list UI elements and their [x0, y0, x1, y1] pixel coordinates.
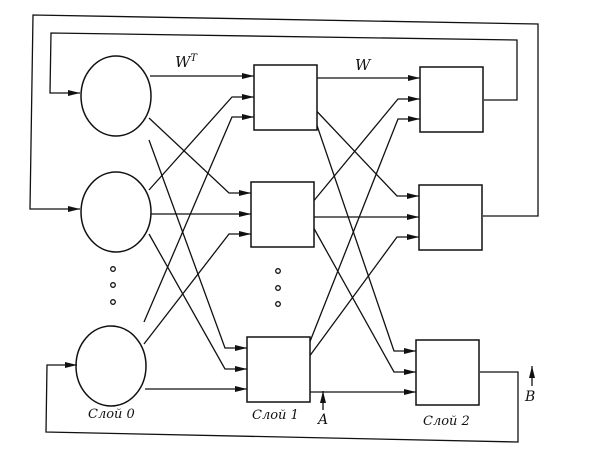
layer-2-neuron [415, 339, 480, 406]
feedback-loops [29, 14, 539, 443]
connection-l1-l2 [316, 125, 416, 354]
connection-l0-l1 [143, 231, 251, 345]
connections [143, 73, 420, 395]
feedback-loop-inner [49, 32, 518, 101]
connection-l0-l1 [148, 233, 247, 372]
layer-2-neuron [418, 184, 483, 251]
ellipsis-dot [275, 301, 281, 307]
connection-l0-l1 [148, 117, 251, 196]
feedback-loop-bottom [45, 362, 519, 443]
layer-0-neuron [75, 325, 147, 407]
connection-l1-l2 [309, 116, 420, 342]
weight-label-wt: WT [175, 53, 198, 71]
connection-l0-l1 [143, 114, 254, 323]
weight-label-w: W [355, 56, 372, 74]
layer-2-neuron [419, 66, 484, 133]
ellipsis-dot [110, 299, 116, 305]
connection-l1-l2 [316, 111, 419, 199]
layer-0-neuron [80, 55, 152, 137]
connection-l1-l2 [313, 96, 420, 201]
ellipsis-dot [110, 282, 116, 288]
input-a-label: A [316, 412, 328, 428]
ellipsis-dots [110, 266, 281, 307]
connection-l1-l2 [313, 228, 416, 375]
ellipsis-dot [275, 268, 281, 274]
input-b-label: B [524, 389, 535, 405]
layer-1-neuron [250, 181, 315, 248]
layer-1-label: Слой 1 [252, 408, 299, 423]
layer-1-neuron [246, 336, 311, 403]
layer-0-neuron [80, 171, 152, 253]
connection-l0-l1 [148, 94, 254, 191]
connection-l0-l1 [148, 139, 247, 351]
layer-1-neuron [253, 64, 318, 131]
connection-l1-l2 [309, 234, 419, 356]
feedback-loop-outer [29, 14, 539, 217]
layer-0-label: Слой 0 [88, 407, 135, 422]
layer-2-label: Слой 2 [423, 414, 470, 429]
nodes [75, 55, 484, 407]
ellipsis-dot [110, 266, 116, 272]
ellipsis-dot [275, 285, 281, 291]
